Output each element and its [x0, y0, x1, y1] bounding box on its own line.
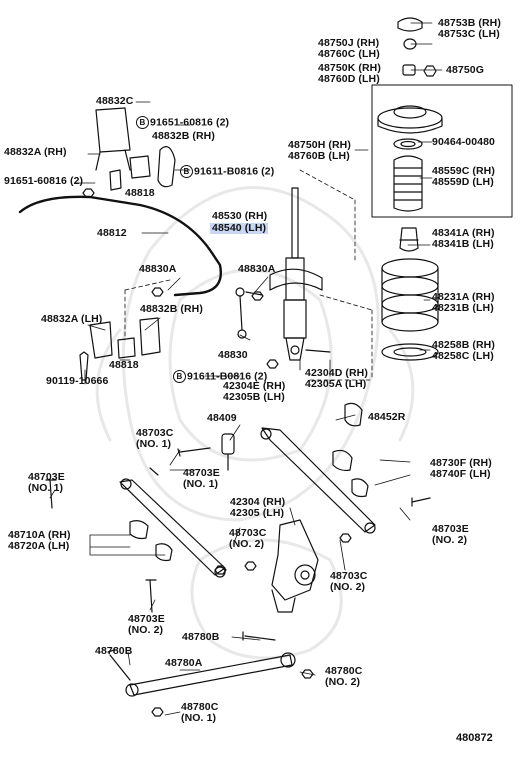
label-48780c-no2: 48780C (NO. 2): [325, 665, 363, 688]
circle-b-mark: B: [136, 116, 149, 129]
bracket-icon: [89, 107, 176, 359]
bushing-icon: [109, 155, 369, 562]
label-90464: 90464-00480: [432, 136, 495, 148]
label-90119: 90119-10666: [46, 375, 109, 387]
label-48703e-right: 48703E (NO. 2): [432, 523, 469, 546]
label-48530: 48530 (RH): [212, 210, 268, 222]
label-48703c-no2-a: 48703C (NO. 2): [229, 527, 267, 550]
lateral-link-icon: [260, 427, 376, 534]
knuckle-icon: [271, 519, 319, 613]
label-48750j: 48750J (RH) 48760C (LH): [318, 37, 380, 60]
dust-cover-icon: [393, 155, 423, 212]
diagram-number: 480872: [456, 732, 493, 744]
label-42304e: 42304E (RH) 42305B (LH): [223, 380, 286, 403]
label-48818-top: 48818: [125, 187, 155, 199]
support-mount-icon: [377, 17, 443, 134]
label-48830: 48830: [218, 349, 248, 361]
label-48703e-left: 48703E (NO. 1): [28, 471, 65, 494]
label-48753b: 48753B (RH) 48753C (LH): [438, 17, 501, 40]
spring-seat-icon: [381, 343, 439, 361]
lateral-link-icon: [125, 652, 296, 697]
label-48818-bottom: 48818: [109, 359, 139, 371]
label-48832b-rh: 48832B (RH): [140, 303, 203, 315]
label-48780c-no1: 48780C (NO. 1): [181, 701, 219, 724]
label-48409: 48409: [207, 412, 237, 424]
dashed-guides: [124, 169, 373, 381]
label-48231a: 48231A (RH) 48231B (LH): [432, 291, 495, 314]
label-48258b: 48258B (RH) 48258C (LH): [432, 339, 495, 362]
lower-arm-icon: [119, 478, 226, 578]
label-48730f: 48730F (RH) 48740F (LH): [430, 457, 492, 480]
stabilizer-link-icon: [235, 287, 263, 339]
bump-stopper-icon: [399, 227, 419, 252]
circle-b-mark: B: [173, 370, 186, 383]
spring-seat-icon: [393, 138, 423, 150]
label-42304: 42304 (RH) 42305 (LH): [230, 496, 286, 519]
label-48341a: 48341A (RH) 48341B (LH): [432, 227, 495, 250]
label-48780b-right: 48780B: [182, 631, 220, 643]
label-48832c: 48832C: [96, 95, 134, 107]
shock-absorber-icon: [269, 187, 331, 361]
label-48832b-top: 48832B (RH): [152, 130, 215, 142]
label-48832a-lh: 48832A (LH): [41, 313, 103, 325]
label-48830a-left: 48830A: [139, 263, 177, 275]
label-48710a: 48710A (RH) 48720A (LH): [8, 529, 71, 552]
upper-mount-box: [371, 84, 513, 218]
label-48540-highlighted: 48540 (LH): [210, 222, 269, 234]
coil-spring-icon: [381, 258, 439, 332]
label-48559c: 48559C (RH) 48559D (LH): [432, 165, 495, 188]
bolt-icon: [45, 351, 431, 681]
label-42304d: 42304D (RH) 42305A (LH): [305, 367, 368, 390]
watermark-emblem-icon: [95, 186, 415, 660]
label-48452r: 48452R: [368, 411, 406, 423]
label-48750h: 48750H (RH) 48760B (LH): [288, 139, 351, 162]
label-48750g: 48750G: [446, 64, 484, 76]
label-48703c-no1: 48703C (NO. 1): [136, 427, 174, 450]
circle-b-mark: B: [180, 165, 193, 178]
label-48780b-left: 48780B: [95, 645, 133, 657]
label-48780a: 48780A: [165, 657, 203, 669]
stabilizer-bar-icon: [18, 195, 222, 297]
label-48703e-bottom: 48703E (NO. 2): [128, 613, 165, 636]
label-48703c-no2-b: 48703C (NO. 2): [330, 570, 368, 593]
strut-rod-icon: [221, 433, 235, 471]
label-91651-b: 91651-60816 (2): [4, 175, 84, 187]
label-48812: 48812: [97, 227, 127, 239]
label-48832a-top: 48832A (RH): [4, 146, 67, 158]
label-48750k: 48750K (RH) 48760D (LH): [318, 62, 381, 85]
label-48703e-mid: 48703E (NO. 1): [183, 467, 220, 490]
label-48830a-right: 48830A: [238, 263, 276, 275]
